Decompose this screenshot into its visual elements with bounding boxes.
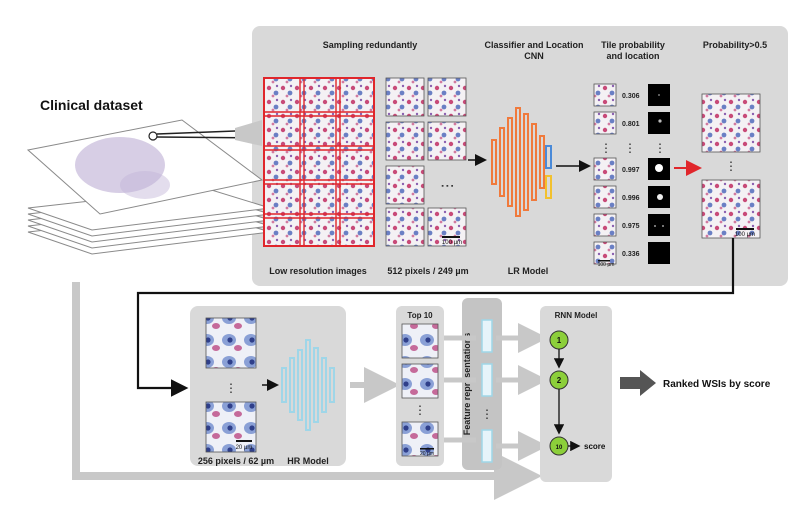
features-label: Feature representations	[462, 333, 472, 436]
tile-scale-bar: 100 µm	[442, 240, 462, 246]
classifier-label-line1: Classifier and Location	[484, 40, 583, 50]
clinical-dataset-slides	[26, 119, 271, 255]
lowres-label: Low resolution images	[269, 266, 367, 276]
top10-tiles	[401, 323, 439, 457]
prob-value: 0.336	[622, 251, 640, 258]
prob-ellipsis: ⋮	[600, 141, 612, 155]
prob-value: 0.306	[622, 93, 640, 100]
dataset-to-rnn-arrow	[72, 282, 542, 500]
output-label: Ranked WSIs by score	[663, 379, 771, 390]
feature-ellipsis: ⋮	[481, 407, 493, 421]
lr-model-label: LR Model	[508, 266, 549, 276]
prob-tiles	[593, 83, 617, 265]
hr-tiles	[205, 317, 257, 453]
prob-value: 0.997	[622, 167, 640, 174]
prob-values: 0.306 0.801 0.997 0.996 0.975 0.336	[622, 93, 640, 258]
hr-ellipsis: ⋮	[225, 381, 237, 395]
dataset-label: Clinical dataset	[40, 97, 143, 113]
rnn-panel	[540, 306, 612, 482]
sampled-tiles	[385, 77, 467, 247]
tile-size-label: 512 pixels / 249 µm	[387, 266, 468, 276]
rnn-node-label: 10	[556, 445, 563, 451]
prob-threshold-label: Probability>0.5	[703, 40, 767, 50]
sampling-label: Sampling redundantly	[323, 40, 418, 50]
hr-model-label: HR Model	[287, 456, 329, 466]
prob-value: 0.975	[622, 223, 640, 230]
rnn-label: RNN Model	[555, 311, 598, 320]
rnn-node-label: 2	[557, 376, 562, 385]
location-maps	[648, 84, 670, 264]
lr-cnn-bars	[491, 107, 545, 217]
positive-tiles	[701, 93, 761, 239]
hr-scale: 20 µm	[236, 445, 253, 451]
positive-ellipsis: ⋮	[725, 159, 737, 173]
prob-value: 0.996	[622, 195, 640, 202]
prob-value: 0.801	[622, 121, 640, 128]
rnn-edges	[553, 349, 581, 452]
tile-prob-label-line1: Tile probability	[601, 40, 665, 50]
prob-tile-scale: 100 µm	[598, 262, 615, 268]
hr-cnn-bars	[281, 339, 335, 431]
hr-tile-size-label: 256 pixels / 62 µm	[198, 456, 274, 466]
tile-prob-label-line2: and location	[606, 51, 659, 61]
top10-label: Top 10	[407, 311, 433, 320]
lowres-image-grid	[263, 77, 375, 247]
rnn-score-label: score	[584, 442, 606, 451]
top10-scale: 20 µm	[420, 451, 434, 457]
prob-ellipsis: ⋮	[654, 141, 666, 155]
feature-to-rnn-arrows	[444, 323, 548, 461]
rnn-nodes	[549, 330, 569, 456]
positive-scale: 100 µm	[735, 232, 755, 238]
output-arrow	[620, 370, 656, 396]
rnn-node-label: 1	[557, 336, 562, 345]
lr-to-hr-connector	[136, 238, 735, 397]
classifier-label-line2: CNN	[524, 51, 544, 61]
top10-ellipsis: ⋮	[414, 403, 426, 417]
prob-ellipsis: ⋮	[624, 141, 636, 155]
feature-vectors	[481, 319, 493, 463]
sampled-ellipsis: ⋮	[440, 179, 456, 193]
